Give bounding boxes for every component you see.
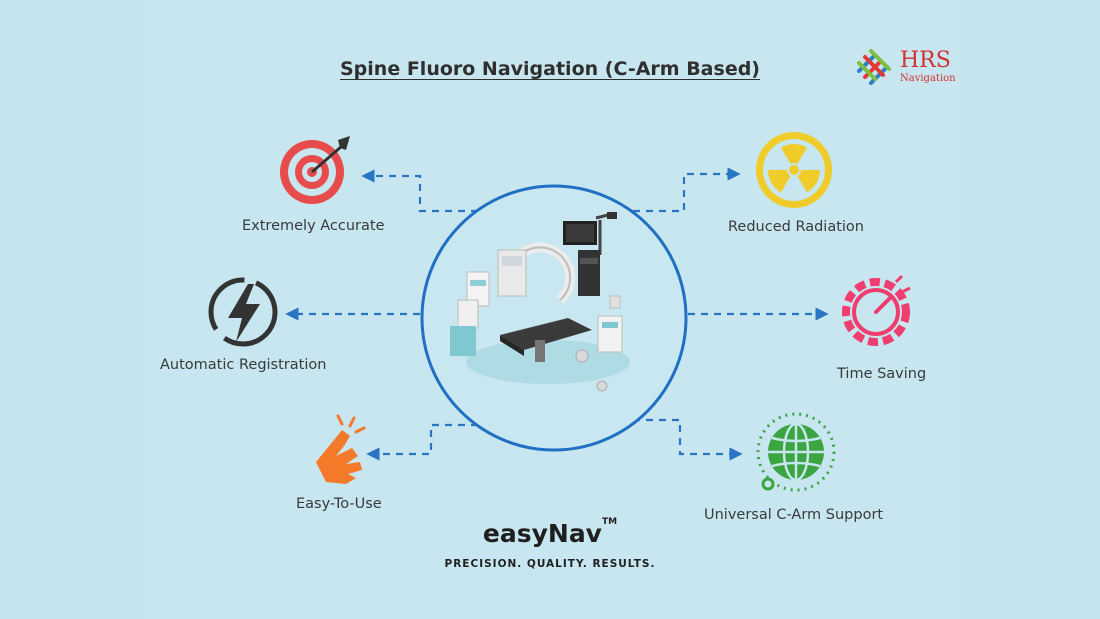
- center-circle: [420, 184, 688, 452]
- lightning-icon: [208, 277, 278, 347]
- snapping-hand-icon: [316, 414, 366, 484]
- globe-icon: [756, 412, 836, 492]
- operating-room-illustration: [450, 212, 630, 392]
- hrs-logo-icon: [857, 49, 891, 85]
- feature-label-time: Time Saving: [837, 366, 927, 382]
- product-name: easyNavTM: [0, 517, 1100, 548]
- brand-subtitle: Navigation: [900, 73, 956, 84]
- product-name-text: easyNav: [482, 519, 602, 548]
- brand-name: HRS: [900, 48, 951, 73]
- feature-label-universal: Universal C-Arm Support: [704, 507, 884, 523]
- product-tagline: PRECISION. QUALITY. RESULTS.: [444, 558, 656, 570]
- target-icon: [280, 136, 350, 204]
- brand-logo: HRS Navigation: [853, 49, 956, 95]
- connector-radiation: [620, 167, 741, 213]
- trademark-symbol: TM: [601, 517, 618, 527]
- connector-universal: [620, 418, 743, 461]
- page-title: Spine Fluoro Navigation (C-Arm Based): [340, 58, 760, 80]
- connector-accurate: [361, 169, 478, 213]
- feature-label-radiation: Reduced Radiation: [728, 219, 864, 235]
- stopwatch-gear-icon: [842, 274, 911, 346]
- feature-label-registration: Automatic Registration: [160, 357, 327, 373]
- radiation-icon: [756, 132, 832, 208]
- feature-label-accurate: Extremely Accurate: [242, 218, 385, 234]
- connector-easy: [366, 423, 478, 461]
- feature-label-easy: Easy-To-Use: [296, 496, 382, 512]
